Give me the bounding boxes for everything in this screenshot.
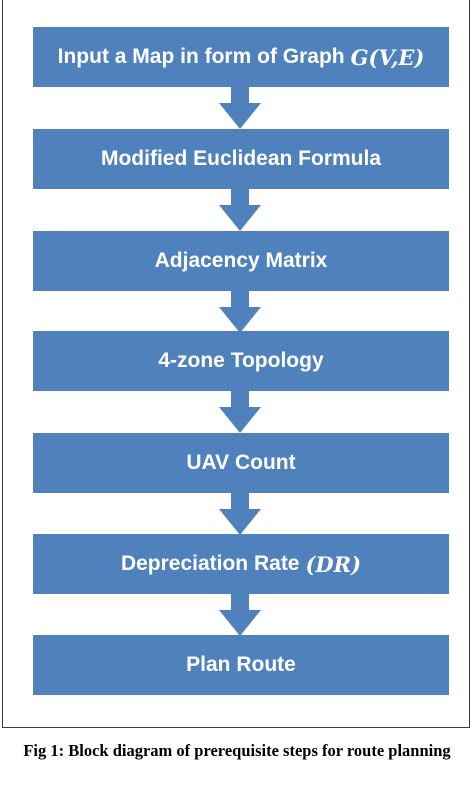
step-label: Depreciation Rate — [120, 552, 300, 575]
arrow-down-icon — [219, 594, 261, 636]
step-input-map: Input a Map in form of Graph G(V,E) — [33, 27, 449, 87]
arrow-down-icon — [219, 493, 261, 535]
step-uav-count: UAV Count — [33, 433, 449, 493]
step-depreciation-rate: Depreciation Rate (DR) — [33, 534, 449, 594]
arrow-down-icon — [219, 291, 261, 333]
step-modified-euclidean: Modified Euclidean Formula — [33, 129, 449, 189]
step-label: 4-zone Topology — [158, 349, 324, 372]
step-label: Input a Map in form of Graph — [57, 45, 345, 68]
figure-caption: Fig 1: Block diagram of prerequisite ste… — [23, 741, 451, 760]
step-adjacency-matrix: Adjacency Matrix — [33, 231, 449, 291]
arrow-down-icon — [219, 189, 261, 231]
arrow-down-icon — [219, 391, 261, 433]
step-zone-topology: 4-zone Topology — [33, 331, 449, 391]
arrow-down-icon — [219, 87, 261, 129]
step-math: G(V,E) — [350, 44, 425, 70]
step-label: Adjacency Matrix — [154, 249, 328, 272]
step-label: Modified Euclidean Formula — [100, 147, 382, 170]
step-plan-route: Plan Route — [33, 635, 449, 695]
diagram-frame: Input a Map in form of Graph G(V,E) Modi… — [2, 0, 470, 728]
step-label: Plan Route — [186, 653, 296, 676]
step-math: (DR) — [305, 551, 362, 577]
step-label: UAV Count — [186, 451, 296, 474]
